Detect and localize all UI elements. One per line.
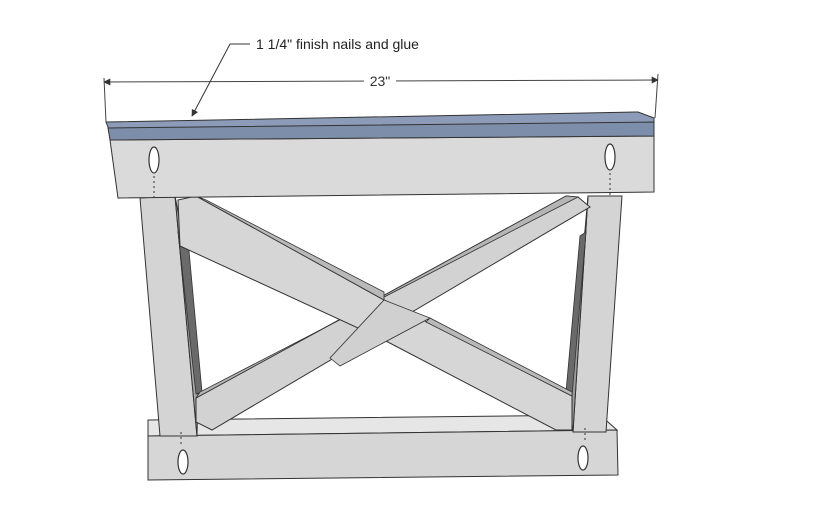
dimension-extension-right <box>654 73 659 119</box>
top-board-front-face <box>107 121 655 141</box>
x-brace-crossing <box>329 299 431 367</box>
x-brace-board-1-bevel <box>195 195 580 399</box>
top-apron-front <box>109 135 655 199</box>
pocket-hole-top-left <box>148 146 160 174</box>
annotation-leader-diagonal <box>191 43 231 117</box>
pocket-hole-bottom-left <box>177 449 189 475</box>
pocket-hole-top-right <box>604 143 616 171</box>
dimension-label-bg <box>364 73 396 89</box>
dimension-label: 23" <box>370 73 391 89</box>
pocket-hole-bottom-right <box>577 445 589 471</box>
annotation-label: 1 1/4" finish nails and glue <box>256 36 419 52</box>
x-brace-board-2-lower-bevel <box>425 317 573 397</box>
x-brace-board-2-bevel <box>195 195 385 301</box>
bottom-board-front <box>147 429 619 481</box>
dimension-extension-left <box>103 77 107 123</box>
